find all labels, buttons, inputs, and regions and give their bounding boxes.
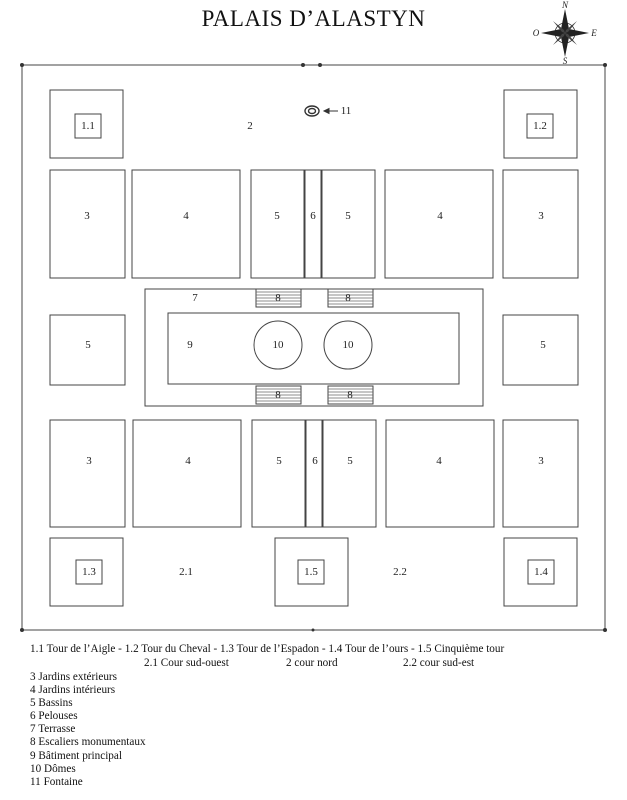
basin-w [49, 314, 126, 386]
compass-s: S [563, 56, 568, 66]
main-building [167, 312, 460, 385]
outer-garden-se [502, 419, 579, 528]
label-court-sw: 2.1 [179, 566, 193, 578]
label-lawn-n: 6 [310, 210, 316, 222]
label-stairs-nw: 8 [275, 292, 281, 304]
legend-item: 10 Dômes [30, 762, 76, 775]
tower-sw-inner [75, 559, 103, 585]
lawn-s [305, 419, 323, 528]
map-title: PALAIS D’ALASTYN [201, 6, 426, 31]
basin-n1 [250, 169, 305, 279]
tower-se-inner [527, 559, 555, 585]
basin-s2 [322, 419, 377, 528]
legend-item: 8 Escaliers monumentaux [30, 736, 146, 749]
legend-item: 7 Terrasse [30, 723, 76, 736]
label-dome-w: 10 [273, 339, 285, 351]
fountain-icon [304, 105, 320, 117]
dome-e [323, 320, 373, 370]
label-outer-garden-nw: 3 [84, 210, 90, 222]
outer-garden-ne [502, 169, 579, 279]
basin-s1 [251, 419, 306, 528]
stair-hatching [256, 291, 373, 402]
inner-garden-se [385, 419, 495, 528]
tower-5-inner [297, 559, 325, 585]
label-tower-5: 1.5 [304, 566, 318, 578]
outer-garden-sw [49, 419, 126, 528]
label-fountain: 11 [341, 105, 352, 117]
fountain-arrow-icon [322, 107, 338, 115]
label-inner-garden-ne: 4 [437, 210, 443, 222]
legend-item: 3 Jardins extérieurs [30, 671, 117, 683]
label-outer-garden-se: 3 [538, 455, 544, 467]
label-court-north: 2 [247, 120, 253, 132]
legend-towers: 1.1 Tour de l’Aigle - 1.2 Tour du Cheval… [30, 643, 505, 655]
label-basin-n2: 5 [345, 210, 351, 222]
label-outer-garden-sw: 3 [86, 455, 92, 467]
compass-n: N [561, 0, 569, 10]
legend-item: 9 Bâtiment principal [30, 749, 122, 762]
tower-nw-inner [74, 113, 102, 139]
label-inner-garden-se: 4 [436, 455, 442, 467]
tower-ne-outer [503, 89, 578, 159]
label-tower-ne: 1.2 [533, 120, 547, 132]
legend-court-se: 2.2 cour sud-est [403, 657, 475, 669]
inner-garden-sw [132, 419, 242, 528]
label-stairs-ne: 8 [345, 292, 351, 304]
label-outer-garden-ne: 3 [538, 210, 544, 222]
legend-item: 4 Jardins intérieurs [30, 684, 116, 697]
label-basin-e: 5 [540, 339, 546, 351]
tower-5-outer [274, 537, 349, 607]
label-basin-n1: 5 [274, 210, 280, 222]
legend-court-north: 2 cour nord [286, 657, 338, 669]
label-dome-e: 10 [343, 339, 355, 351]
label-stairs-se: 8 [347, 389, 353, 401]
wall-markers [20, 63, 607, 632]
label-tower-nw: 1.1 [81, 120, 95, 132]
label-inner-garden-sw: 4 [185, 455, 191, 467]
terrace [144, 288, 484, 407]
label-tower-se: 1.4 [534, 566, 548, 578]
legend-item: 11 Fontaine [30, 775, 83, 788]
label-inner-garden-nw: 4 [183, 210, 189, 222]
label-court-se: 2.2 [393, 566, 407, 578]
label-basin-s1: 5 [276, 455, 282, 467]
legend-item: 5 Bassins [30, 697, 73, 710]
label-stairs-sw: 8 [275, 389, 281, 401]
label-lawn-s: 6 [312, 455, 318, 467]
tower-nw-outer [49, 89, 124, 159]
compass-e: E [590, 28, 597, 38]
dome-w [253, 320, 303, 370]
legend-list: 3 Jardins extérieurs 4 Jardins intérieur… [30, 671, 146, 789]
label-tower-sw: 1.3 [82, 566, 96, 578]
label-terrace: 7 [192, 292, 198, 304]
outer-wall [21, 64, 606, 631]
legend-item: 6 Pelouses [30, 710, 78, 723]
inner-garden-nw [131, 169, 241, 279]
basin-e [502, 314, 579, 386]
tower-sw-outer [49, 537, 124, 607]
basin-n2 [321, 169, 376, 279]
outer-garden-nw [49, 169, 126, 279]
tower-se-outer [503, 537, 578, 607]
label-basin-w: 5 [85, 339, 91, 351]
label-main-building: 9 [187, 339, 193, 351]
legend-court-sw: 2.1 Cour sud-ouest [144, 657, 229, 669]
compass-o: O [533, 28, 540, 38]
lawn-n [304, 169, 322, 279]
compass-rose-icon: N S E O [533, 0, 598, 66]
label-basin-s2: 5 [347, 455, 353, 467]
tower-ne-inner [526, 113, 554, 139]
inner-garden-ne [384, 169, 494, 279]
